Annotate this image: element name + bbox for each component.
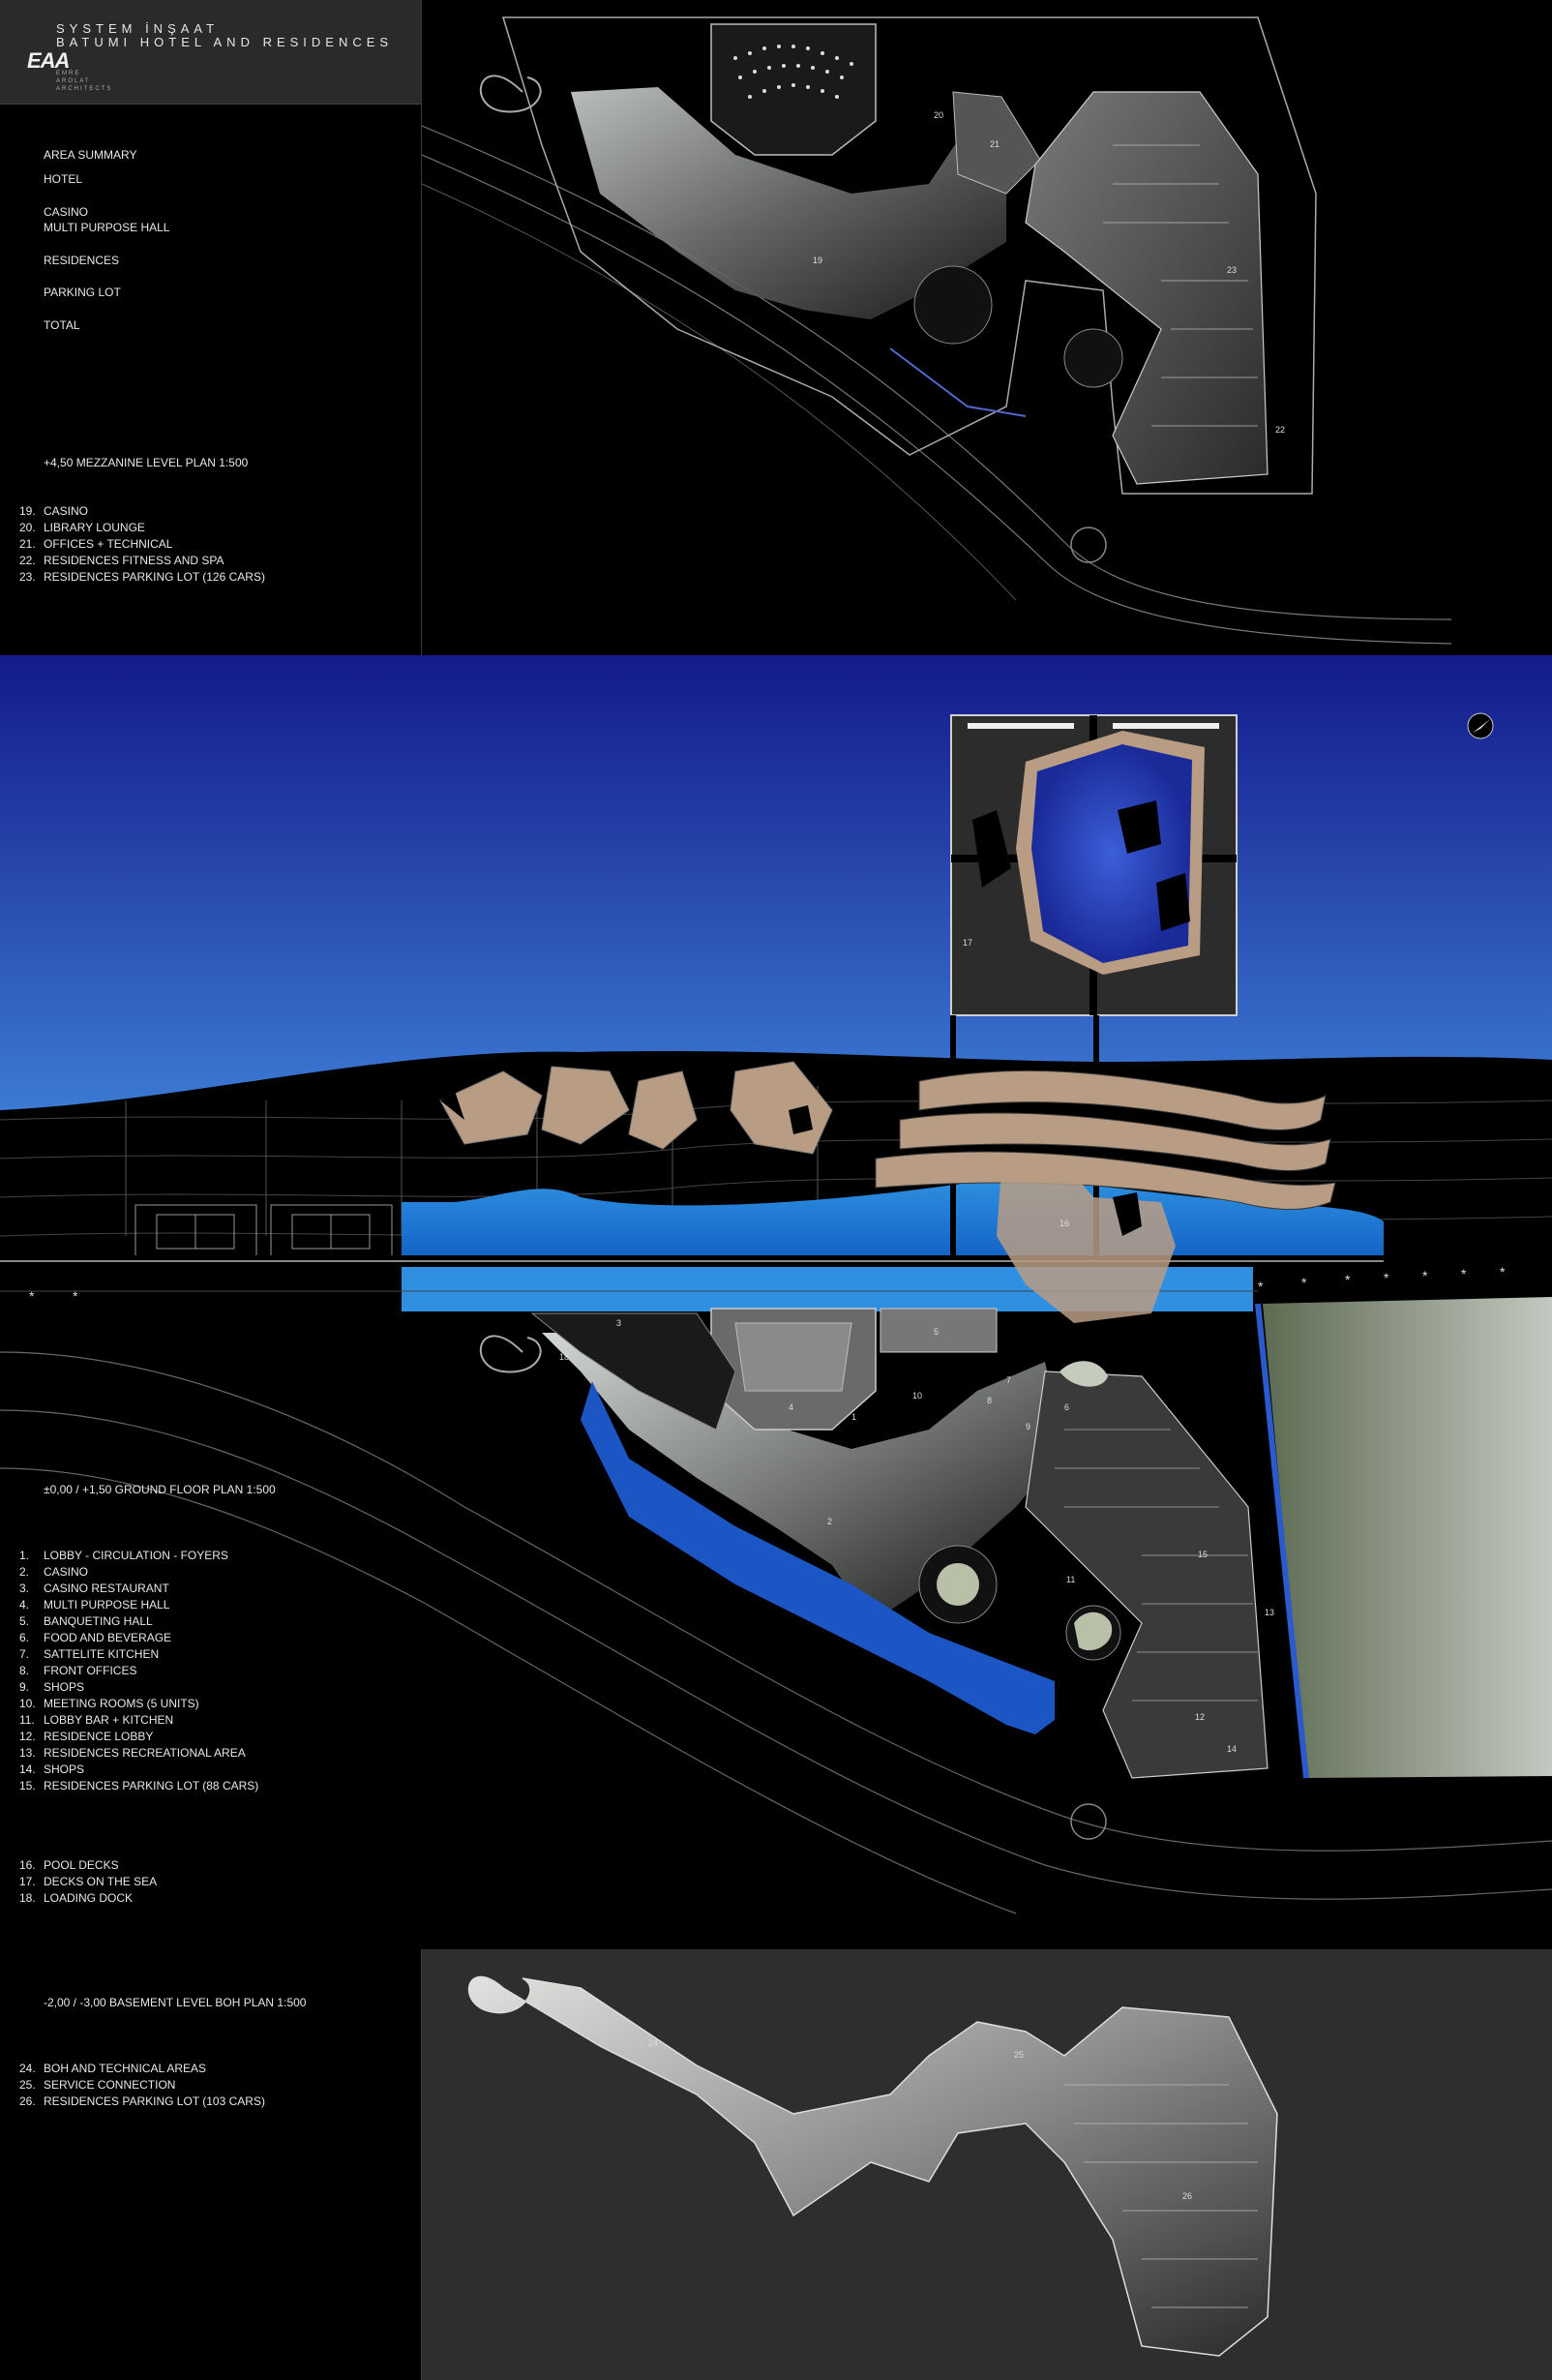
legend-item: 13.RESIDENCES RECREATIONAL AREA bbox=[19, 1746, 246, 1760]
area-row-multipurpose: MULTI PURPOSE HALL bbox=[44, 221, 170, 234]
legend-item: 5.BANQUETING HALL bbox=[19, 1614, 153, 1628]
legend-item: 26.RESIDENCES PARKING LOT (103 CARS) bbox=[19, 2094, 265, 2108]
plan-tag: 3 bbox=[616, 1318, 621, 1328]
legend-item: 12.RESIDENCE LOBBY bbox=[19, 1730, 154, 1743]
legend-item: 21.OFFICES + TECHNICAL bbox=[19, 537, 173, 551]
plan-tag: 25 bbox=[1014, 2050, 1024, 2060]
plan-tag: 1 bbox=[851, 1412, 856, 1422]
plan-tag: 24 bbox=[648, 2038, 658, 2048]
mezzanine-title: +4,50 MEZZANINE LEVEL PLAN 1:500 bbox=[44, 456, 249, 469]
plan-tag: 20 bbox=[934, 110, 943, 120]
plan-tag: 17 bbox=[963, 938, 972, 948]
legend-item: 1.LOBBY - CIRCULATION - FOYERS bbox=[19, 1549, 228, 1562]
svg-text:*: * bbox=[1258, 1279, 1264, 1294]
panel-divider bbox=[421, 1949, 422, 2380]
plan-tag: 5 bbox=[934, 1327, 939, 1337]
legend-item: 7.SATTELITE KITCHEN bbox=[19, 1647, 160, 1661]
plan-tag: 12 bbox=[1195, 1712, 1205, 1722]
legend-item: 4.MULTI PURPOSE HALL bbox=[19, 1598, 170, 1612]
mezzanine-panel: SYSTEM İNŞAAT BATUMI HOTEL AND RESIDENCE… bbox=[0, 0, 1552, 655]
area-row-casino: CASINO bbox=[44, 205, 89, 219]
plan-tag: 16 bbox=[1060, 1219, 1069, 1228]
basement-title: -2,00 / -3,00 BASEMENT LEVEL BOH PLAN 1:… bbox=[44, 1996, 307, 2009]
svg-text:*: * bbox=[1422, 1268, 1428, 1283]
legend-item: 23.RESIDENCES PARKING LOT (126 CARS) bbox=[19, 570, 265, 584]
legend-item: 11.LOBBY BAR + KITCHEN bbox=[19, 1713, 174, 1727]
plan-tag: 4 bbox=[789, 1402, 793, 1412]
svg-text:*: * bbox=[1461, 1266, 1467, 1281]
svg-text:*: * bbox=[1301, 1275, 1307, 1290]
plan-tag: 26 bbox=[1182, 2191, 1192, 2201]
plan-tag: 2 bbox=[827, 1517, 832, 1526]
svg-text:*: * bbox=[1345, 1272, 1351, 1287]
plan-tag: 22 bbox=[1275, 425, 1285, 435]
legend-item: 9.SHOPS bbox=[19, 1680, 85, 1694]
legend-item: 15.RESIDENCES PARKING LOT (88 CARS) bbox=[19, 1779, 259, 1793]
panel-divider bbox=[421, 0, 422, 655]
title-block: SYSTEM İNŞAAT BATUMI HOTEL AND RESIDENCE… bbox=[0, 0, 421, 105]
legend-item: 18.LOADING DOCK bbox=[19, 1891, 134, 1905]
svg-text:*: * bbox=[1500, 1264, 1506, 1280]
plan-tag: 19 bbox=[813, 256, 822, 265]
plan-tag: 11 bbox=[1066, 1575, 1075, 1584]
plan-tag: 6 bbox=[1064, 1402, 1069, 1412]
mezzanine-plan-drawing: 19 20 21 22 23 bbox=[421, 16, 1452, 645]
basement-panel: -2,00 / -3,00 BASEMENT LEVEL BOH PLAN 1:… bbox=[0, 1949, 1552, 2380]
basement-plan-drawing: 24 25 26 bbox=[467, 1975, 1278, 2357]
plan-tag: 13 bbox=[1265, 1608, 1274, 1617]
firm-logo: EAA bbox=[27, 48, 70, 73]
plan-tag: 23 bbox=[1227, 265, 1237, 275]
svg-text:*: * bbox=[1384, 1270, 1389, 1285]
legend-item: 19.CASINO bbox=[19, 504, 89, 518]
legend-item: 25.SERVICE CONNECTION bbox=[19, 2078, 176, 2092]
area-summary-heading: AREA SUMMARY bbox=[44, 148, 137, 162]
plan-tag: 8 bbox=[987, 1396, 992, 1405]
plan-tag: 14 bbox=[1227, 1744, 1237, 1754]
legend-item: 24.BOH AND TECHNICAL AREAS bbox=[19, 2062, 207, 2075]
svg-text:*: * bbox=[73, 1288, 78, 1304]
legend-item: 17.DECKS ON THE SEA bbox=[19, 1875, 158, 1888]
plan-tag: 10 bbox=[912, 1391, 922, 1401]
area-row-total: TOTAL bbox=[44, 318, 80, 332]
client-name: SYSTEM İNŞAAT bbox=[56, 21, 220, 36]
legend-item: 6.FOOD AND BEVERAGE bbox=[19, 1631, 172, 1644]
firm-subtitle: EMRE AROLAT ARCHITECTS bbox=[56, 71, 113, 92]
area-row-hotel: HOTEL bbox=[44, 172, 83, 186]
legend-item: 10.MEETING ROOMS (5 UNITS) bbox=[19, 1697, 199, 1710]
ground-floor-plan-drawing: * * * * * * * * * bbox=[0, 655, 1552, 1914]
area-row-parking: PARKING LOT bbox=[44, 286, 121, 299]
plan-tag: 15 bbox=[1198, 1550, 1208, 1559]
plan-tag: 7 bbox=[1006, 1375, 1011, 1385]
legend-item: 22.RESIDENCES FITNESS AND SPA bbox=[19, 554, 224, 567]
plan-tag: 9 bbox=[1026, 1422, 1030, 1431]
plan-tag: 18 bbox=[559, 1352, 569, 1362]
plan-tag: 21 bbox=[990, 139, 1000, 149]
legend-item: 8.FRONT OFFICES bbox=[19, 1664, 137, 1677]
legend-item: 14.SHOPS bbox=[19, 1762, 85, 1776]
svg-text:*: * bbox=[29, 1288, 35, 1304]
area-row-residences: RESIDENCES bbox=[44, 254, 120, 267]
ground-floor-panel: * * * * * * * * * bbox=[0, 655, 1552, 1949]
project-name: BATUMI HOTEL AND RESIDENCES bbox=[56, 35, 394, 49]
legend-item: 16.POOL DECKS bbox=[19, 1858, 119, 1872]
legend-item: 20.LIBRARY LOUNGE bbox=[19, 521, 145, 534]
legend-item: 3.CASINO RESTAURANT bbox=[19, 1582, 169, 1595]
legend-item: 2.CASINO bbox=[19, 1565, 89, 1579]
ground-floor-title: ±0,00 / +1,50 GROUND FLOOR PLAN 1:500 bbox=[44, 1483, 276, 1496]
